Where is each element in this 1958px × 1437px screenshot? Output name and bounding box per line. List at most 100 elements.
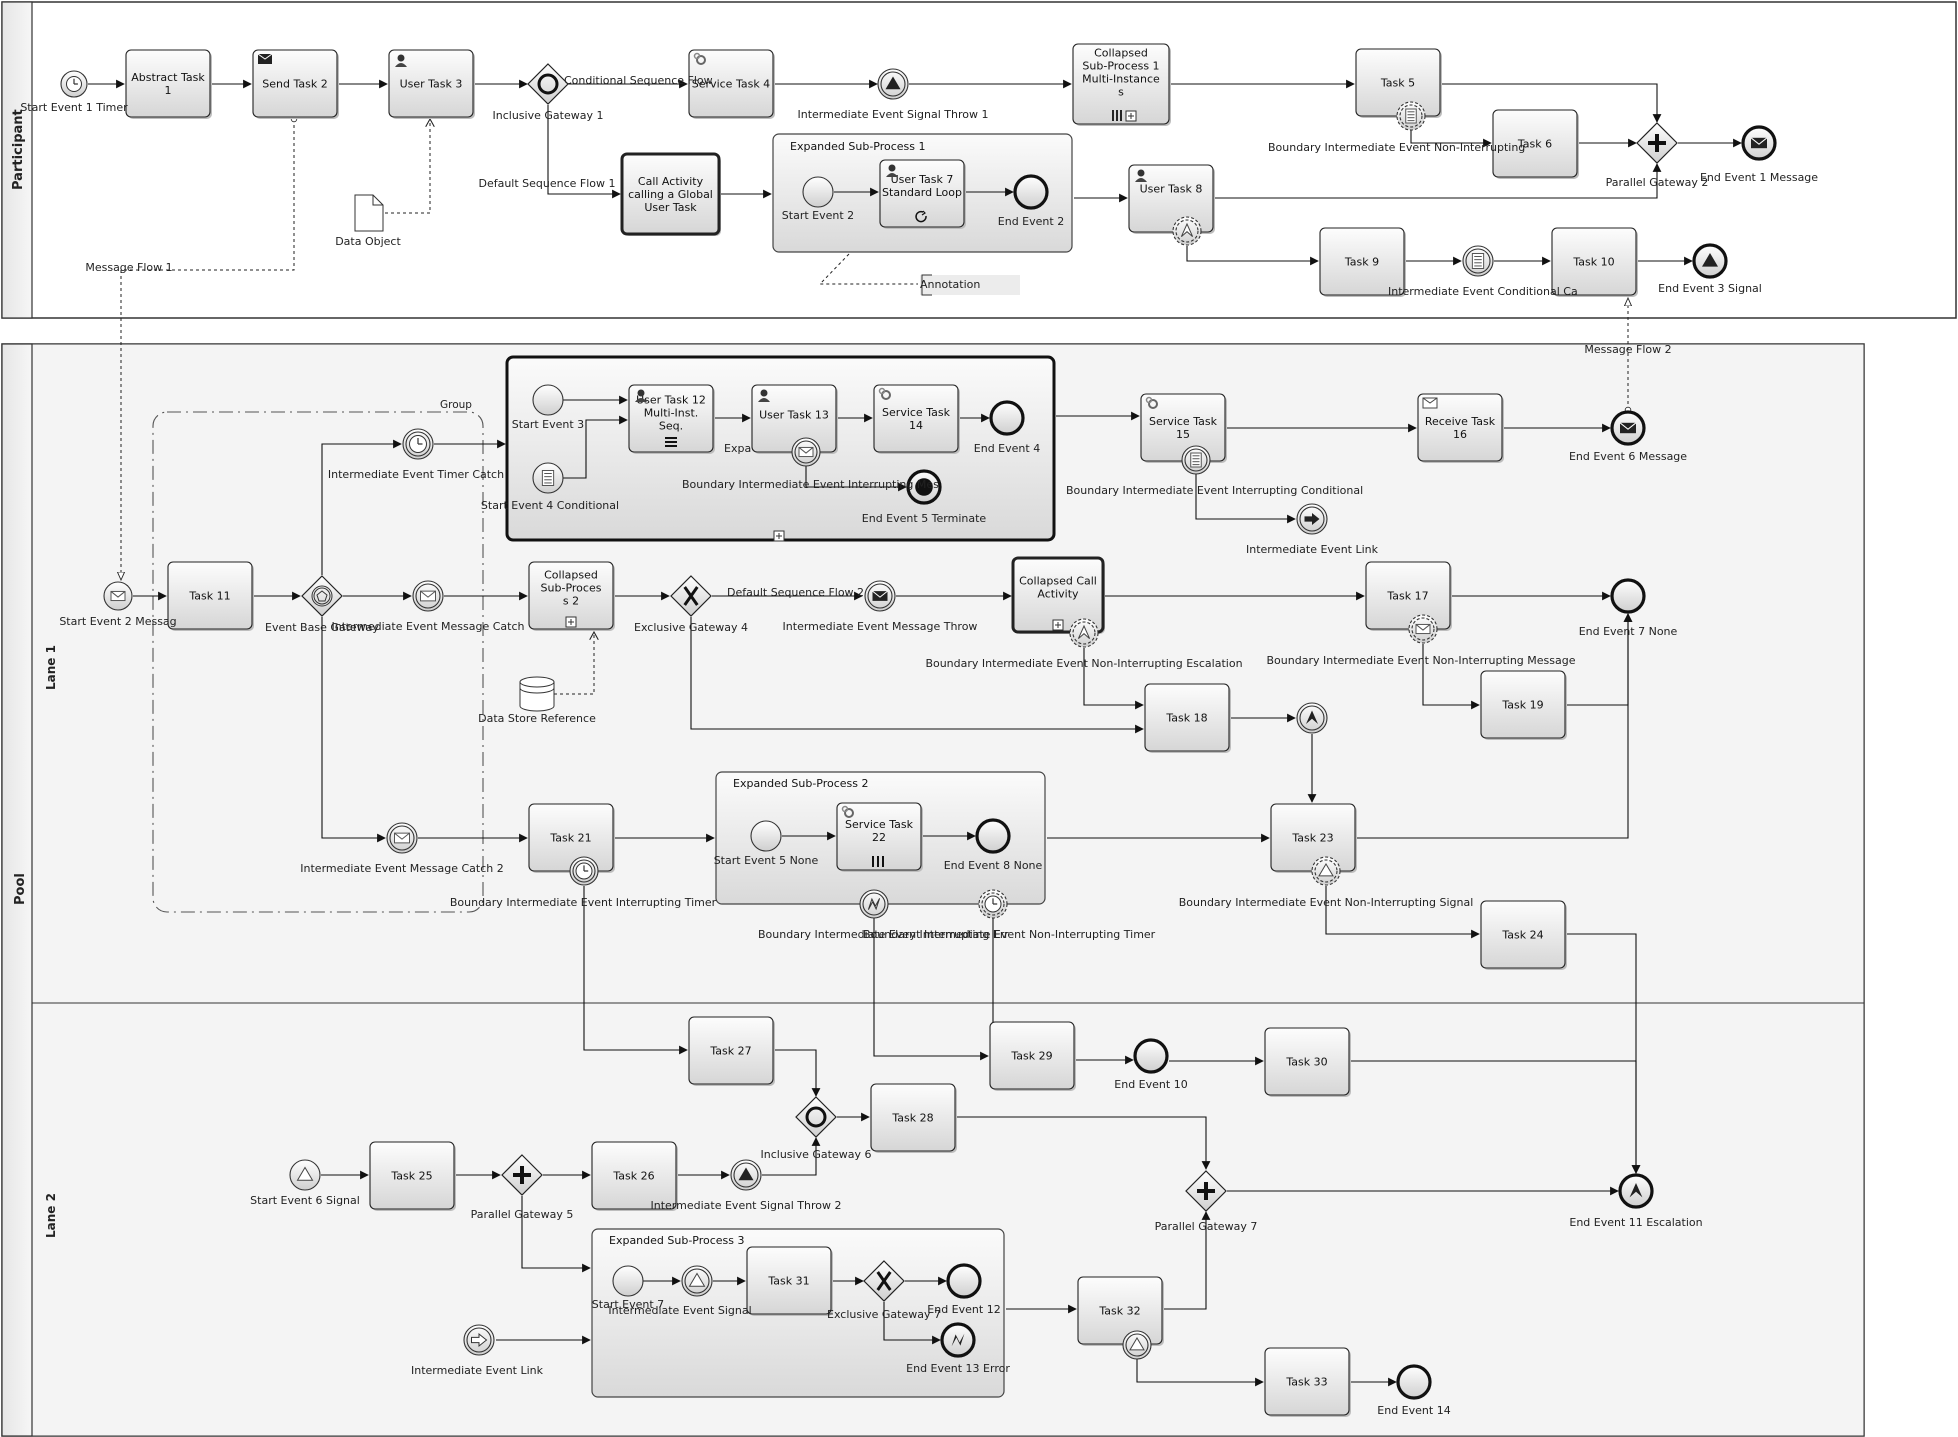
sequence-flow[interactable] [521,1196,591,1273]
end-event-1-message[interactable] [1741,125,1777,161]
boundary-non-interrupting-message[interactable] [1408,614,1438,644]
start-event-2-message[interactable] [103,581,133,611]
boundary-signal-task32[interactable] [1122,1330,1152,1360]
user-task-13[interactable]: User Task 13 [751,384,838,454]
task-6[interactable]: Task 6 [1492,109,1579,179]
annotation-association[interactable] [818,253,918,285]
intermediate-event-message-catch-2[interactable] [386,822,418,854]
end-event-3-signal[interactable] [1692,243,1728,279]
end-event-2[interactable] [1013,174,1049,210]
sequence-flow[interactable] [1351,1060,1641,1174]
sequence-flow[interactable] [562,415,628,479]
end-event-12[interactable] [946,1263,982,1299]
sequence-flow[interactable] [805,466,907,492]
task-23[interactable]: Task 23 [1270,803,1357,873]
exclusive-gateway-4[interactable] [670,575,712,617]
data-association-2[interactable] [554,632,594,695]
sequence-flow[interactable] [1410,130,1492,148]
boundary-escalation-ut8[interactable] [1172,216,1202,246]
end-event-4[interactable] [989,400,1025,436]
task-21[interactable]: Task 21 [528,803,615,873]
data-association-1[interactable] [385,119,430,214]
send-task-2[interactable]: Send Task 2 [252,49,339,119]
end-event-11-escalation[interactable] [1618,1173,1654,1209]
boundary-interrupting-message[interactable] [791,437,821,467]
task-19[interactable]: Task 19 [1480,670,1567,740]
sequence-flow[interactable] [873,918,989,1061]
exclusive-gateway-7[interactable] [863,1260,905,1302]
intermediate-event-link-2[interactable] [463,1324,495,1356]
sequence-flow[interactable] [1083,648,1144,710]
inclusive-gateway-6[interactable] [795,1096,837,1138]
boundary-interrupting-conditional[interactable] [1181,445,1211,475]
start-event-5-none[interactable] [750,820,782,852]
boundary-interrupting-error[interactable] [859,889,889,919]
task-33[interactable]: Task 33 [1264,1347,1351,1417]
task-27[interactable]: Task 27 [688,1016,775,1086]
parallel-gateway-5[interactable] [501,1154,543,1196]
user-task-3[interactable]: User Task 3 [388,49,475,119]
task-32[interactable]: Task 32 [1077,1276,1164,1346]
task-31[interactable]: Task 31 [746,1246,833,1316]
sequence-flow[interactable] [1215,163,1662,199]
group-artifact[interactable]: Group [152,399,484,913]
data-store-icon[interactable] [519,676,555,712]
sequence-flow[interactable] [690,617,1144,734]
end-event-7-none[interactable] [1610,578,1646,614]
sequence-flow[interactable] [883,1302,941,1345]
sequence-flow[interactable] [321,439,402,575]
sequence-flow[interactable] [1357,613,1633,839]
sequence-flow[interactable] [583,886,688,1055]
task-5[interactable]: Task 5 [1355,48,1442,118]
task-26[interactable]: Task 26 [591,1141,678,1211]
intermediate-event-signal[interactable] [681,1265,713,1297]
intermediate-event-message-throw[interactable] [864,580,896,612]
task-17[interactable]: Task 17 [1365,561,1452,631]
task-30[interactable]: Task 30 [1264,1027,1351,1097]
start-event-6-signal[interactable] [289,1159,321,1191]
task-24[interactable]: Task 24 [1480,900,1567,970]
task-10[interactable]: Task 10 [1551,227,1638,297]
end-event-13-error[interactable] [940,1322,976,1358]
sequence-flow[interactable] [1186,246,1319,266]
end-event-6-message[interactable] [1610,410,1646,446]
intermediate-escalation-throw[interactable] [1296,702,1328,734]
intermediate-event-message-catch[interactable] [412,580,444,612]
inclusive-gateway-1[interactable] [527,63,569,105]
start-event-2-sp[interactable] [802,176,834,208]
start-event-7[interactable] [612,1265,644,1297]
intermediate-event-signal-throw-1[interactable] [877,68,909,100]
end-event-14[interactable] [1396,1364,1432,1400]
start-event-4-conditional[interactable] [532,462,564,494]
sequence-flow[interactable] [1422,644,1480,710]
end-event-10[interactable] [1133,1038,1169,1074]
intermediate-event-signal-throw-2[interactable] [730,1159,762,1191]
intermediate-event-timer-catch[interactable] [402,428,434,460]
task-11[interactable]: Task 11 [167,561,254,631]
data-object-icon[interactable] [354,194,384,232]
default-sequence-flow-1[interactable] [547,105,621,199]
boundary-non-interrupting-1[interactable] [1396,101,1426,131]
end-event-5-terminate[interactable] [906,469,942,505]
task-29[interactable]: Task 29 [989,1021,1076,1091]
sequence-flow[interactable] [1442,83,1662,123]
task-18[interactable]: Task 18 [1144,683,1231,753]
sequence-flow[interactable] [321,617,386,843]
boundary-non-interrupting-escalation[interactable] [1069,618,1099,648]
user-task-8[interactable]: User Task 8 [1128,164,1215,234]
sequence-flow[interactable] [1325,886,1480,939]
end-event-8-none[interactable] [975,818,1011,854]
intermediate-event-link[interactable] [1296,503,1328,535]
sequence-flow[interactable] [775,1049,821,1097]
sequence-flow[interactable] [957,1116,1211,1170]
task-25[interactable]: Task 25 [369,1141,456,1211]
